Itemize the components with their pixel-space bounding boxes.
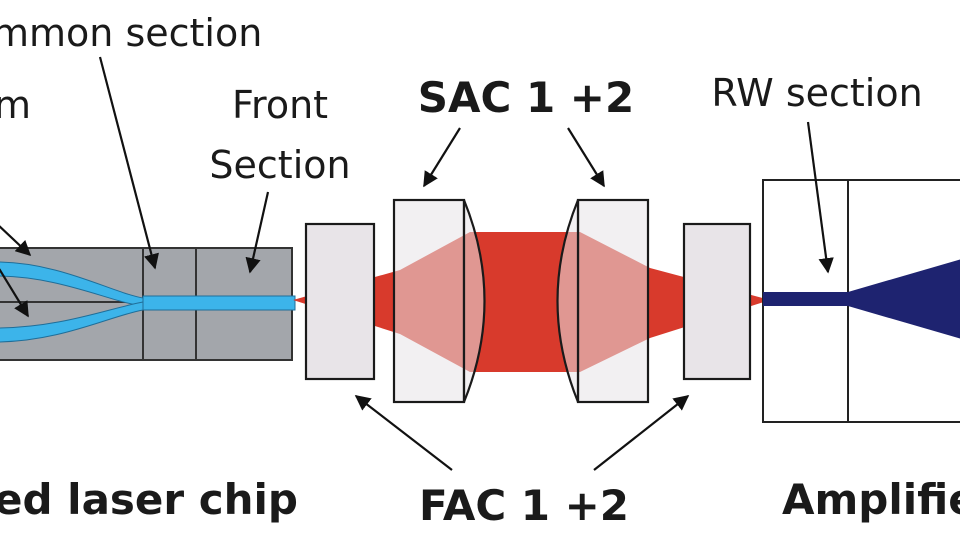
sac-lens-1-block <box>392 198 466 404</box>
sac-lens-2-block <box>576 198 650 404</box>
arrow-front-section <box>245 191 270 274</box>
arrow-sac-left <box>423 127 461 188</box>
label-front-section-line2: Section <box>209 143 350 187</box>
label-rw-section: RW section <box>711 71 922 115</box>
label-amplifier: Amplifie <box>782 475 960 524</box>
waveguide-straight <box>142 295 296 311</box>
arrow-rw-section <box>806 121 834 274</box>
label-laser-chip: ed laser chip <box>0 475 298 524</box>
labels: mmon section m Front Section SAC 1 +2 RW… <box>0 11 960 530</box>
arrow-common-section <box>98 56 159 270</box>
arrow-beam-1 <box>0 225 32 257</box>
arrows <box>0 56 834 471</box>
arrow-beam-2 <box>0 268 29 318</box>
fac-lens-2 <box>682 222 752 381</box>
label-common-section: mmon section <box>0 11 262 55</box>
rw-waveguide <box>763 292 849 306</box>
amplifier <box>762 179 960 423</box>
label-front-section-line1: Front <box>232 83 328 127</box>
lenses <box>304 198 752 404</box>
tapered-amplifier-beam <box>848 259 960 339</box>
label-sac: SAC 1 +2 <box>418 73 634 122</box>
arrow-fac-left <box>354 395 453 471</box>
sac-lens-1-curve <box>462 199 486 403</box>
arrow-sac-right <box>567 127 605 188</box>
sac-lens-2-curve <box>556 199 580 403</box>
label-beam: m <box>0 83 31 127</box>
arrow-fac-right <box>593 395 690 471</box>
fac-lens-1 <box>304 222 376 381</box>
label-fac: FAC 1 +2 <box>419 481 629 530</box>
